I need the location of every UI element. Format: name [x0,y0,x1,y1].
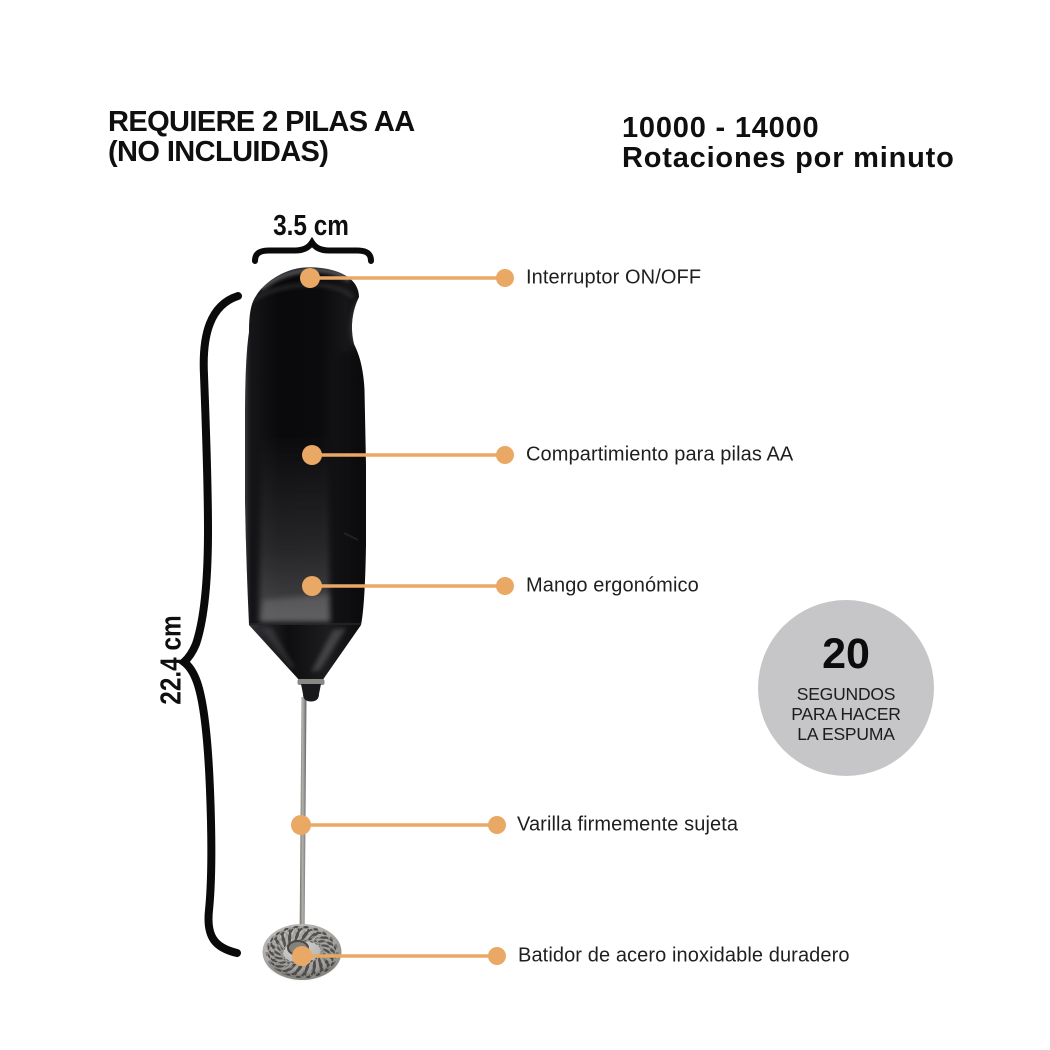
frother-image [245,267,366,980]
width-brace [252,236,374,264]
width-measurement: 3.5 cm [273,210,349,242]
time-badge: 20 SEGUNDOS PARA HACER LA ESPUMA [758,600,934,776]
callout-label-whisk: Batidor de acero inoxidable duradero [518,944,850,967]
callout-line-3 [302,576,514,596]
badge-line1: SEGUNDOS [796,683,896,704]
badge-line3: LA ESPUMA [797,723,895,744]
callout-lines [291,268,514,966]
height-brace [177,292,242,957]
rpm-line2: Rotaciones por minuto [622,142,955,174]
battery-requirement-line1: REQUIERE 2 PILAS AA [108,106,415,138]
rpm-line1: 10000 - 14000 [622,112,820,144]
callout-line-5 [292,946,506,966]
battery-requirement-line2: (NO INCLUIDAS) [108,136,329,168]
rpm-heading: 10000 - 14000 Rotaciones por minuto [622,113,955,173]
callout-line-4 [291,815,506,835]
battery-requirement-heading: REQUIERE 2 PILAS AA (NO INCLUIDAS) [108,107,415,167]
callout-label-on-off: Interruptor ON/OFF [526,266,702,289]
height-measurement: 22.4 cm [155,615,188,705]
badge-number: 20 [822,629,870,678]
callout-label-ergonomic-handle: Mango ergonómico [526,574,699,597]
callout-line-1 [300,268,514,288]
callout-label-rod: Varilla firmemente sujeta [517,813,739,836]
callout-line-2 [302,445,514,465]
badge-line2: PARA HACER [791,703,901,724]
callout-label-battery-compartment: Compartimiento para pilas AA [526,443,794,466]
